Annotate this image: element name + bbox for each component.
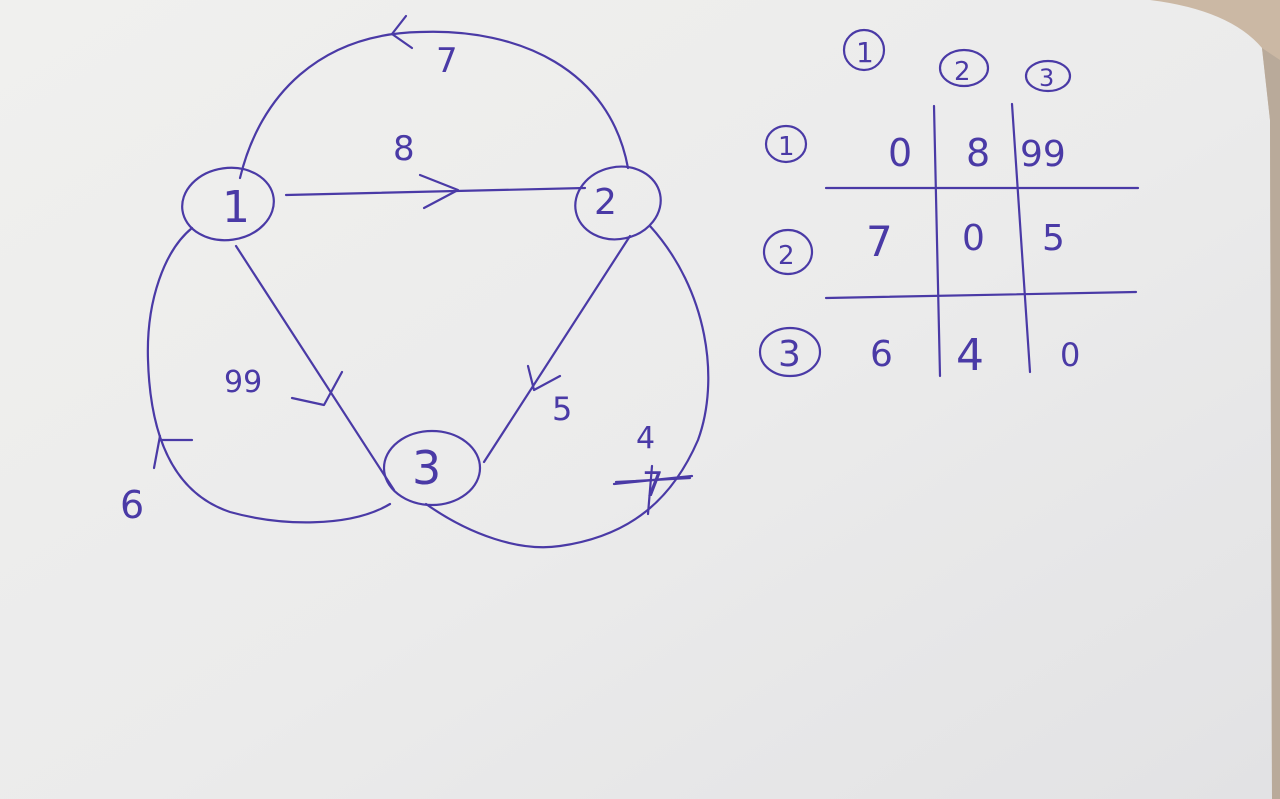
edge-3-to-1: 6 bbox=[120, 226, 392, 527]
col-header-1-label: 1 bbox=[856, 36, 874, 69]
graph-diagram: 1 2 3 7 8 99 bbox=[120, 14, 710, 549]
row-header-1: 1 bbox=[764, 124, 808, 164]
node-1-label: 1 bbox=[222, 182, 250, 233]
edge-3-2-weight: 4 bbox=[636, 421, 655, 456]
col-header-1: 1 bbox=[842, 28, 886, 72]
edge-2-to-3: 5 bbox=[482, 234, 632, 464]
edge-1-3-weight: 99 bbox=[224, 365, 262, 400]
cell-3-3: 0 bbox=[1060, 336, 1080, 374]
row-header-2: 2 bbox=[762, 228, 814, 276]
edge-1-2-weight: 8 bbox=[393, 129, 415, 169]
col-header-3-label: 3 bbox=[1039, 64, 1054, 92]
cell-2-1: 7 bbox=[866, 217, 893, 266]
col-header-3: 3 bbox=[1024, 59, 1072, 93]
col-header-2: 2 bbox=[938, 48, 990, 88]
row-header-2-label: 2 bbox=[778, 241, 795, 271]
node-2-label: 2 bbox=[594, 182, 617, 223]
edge-3-to-2: 4 7 bbox=[424, 224, 710, 549]
cell-2-3: 5 bbox=[1042, 218, 1065, 259]
paper-edge-shadow bbox=[1262, 48, 1280, 799]
graph-node-3: 3 bbox=[382, 429, 482, 507]
row-header-3: 3 bbox=[758, 326, 822, 378]
cell-1-3: 99 bbox=[1020, 134, 1066, 175]
cell-1-1: 0 bbox=[888, 131, 912, 175]
row-header-1-label: 1 bbox=[778, 132, 795, 162]
cell-2-2: 0 bbox=[962, 218, 985, 259]
edge-1-to-3: 99 bbox=[224, 244, 396, 492]
graph-node-1: 1 bbox=[181, 166, 275, 242]
edge-1-to-2: 8 bbox=[284, 129, 587, 210]
edge-3-1-weight: 6 bbox=[120, 483, 144, 527]
matrix-cells: 0 8 99 7 0 5 6 4 0 bbox=[866, 131, 1080, 381]
cell-3-2: 4 bbox=[956, 330, 984, 381]
node-3-label: 3 bbox=[412, 441, 441, 495]
cell-3-1: 6 bbox=[870, 334, 893, 375]
adjacency-matrix: 1 2 3 1 2 3 0 bbox=[758, 28, 1140, 381]
graph-node-2: 2 bbox=[574, 165, 662, 241]
matrix-grid bbox=[824, 102, 1140, 378]
cell-1-2: 8 bbox=[966, 131, 990, 175]
edge-2-3-weight: 5 bbox=[552, 390, 572, 428]
edge-2-to-1: 7 bbox=[238, 14, 630, 180]
edge-2-1-weight: 7 bbox=[436, 41, 458, 81]
edge-3-2-struck-weight: 7 bbox=[642, 465, 664, 505]
col-header-2-label: 2 bbox=[954, 57, 971, 87]
row-header-3-label: 3 bbox=[778, 334, 801, 375]
